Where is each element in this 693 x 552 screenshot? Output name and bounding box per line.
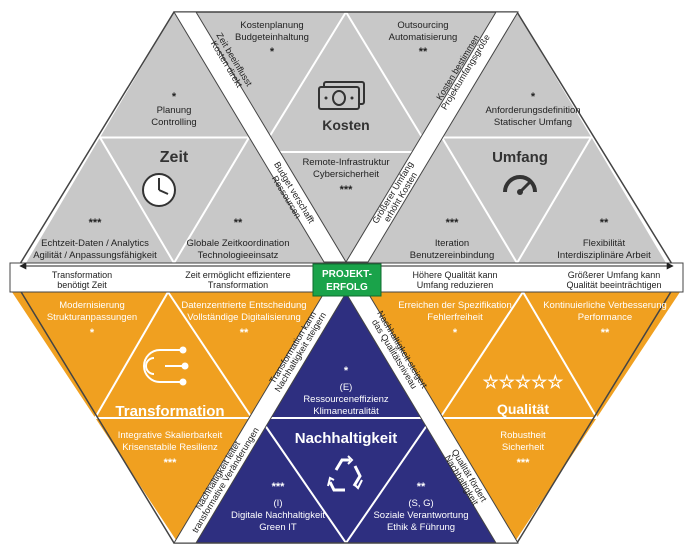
band-left-a2: benötigt Zeit bbox=[57, 280, 107, 290]
five-stars-icon: ☆☆☆☆☆ bbox=[483, 372, 565, 392]
n-right-l1: Soziale Verantwortung bbox=[373, 510, 468, 521]
k-top-right-rating: ** bbox=[419, 46, 428, 58]
z-left-rating: *** bbox=[89, 217, 103, 229]
u-left-rating: *** bbox=[446, 217, 460, 229]
kosten-title: Kosten bbox=[322, 117, 369, 133]
gauge-icon bbox=[503, 175, 537, 195]
t-left-l1: Modernisierung bbox=[59, 300, 124, 311]
q-right-rating: ** bbox=[601, 327, 610, 339]
z-top-l1: Planung bbox=[157, 105, 192, 116]
n-top-l1: Ressourceneffizienz bbox=[303, 394, 389, 405]
n-right-rating: ** bbox=[417, 481, 426, 493]
z-top-l2: Controlling bbox=[151, 117, 196, 128]
k-center-l2: Cybersicherheit bbox=[313, 169, 379, 180]
band-left-b1: Zeit ermöglicht effizientere bbox=[185, 270, 290, 280]
recycle-icon bbox=[327, 455, 363, 492]
t-right-l1: Datenzentrierte Entscheidung bbox=[181, 300, 306, 311]
z-left-l1: Echtzeit-Daten / Analytics bbox=[41, 238, 149, 249]
project-success-box bbox=[312, 263, 382, 297]
q-left-l1: Erreichen der Spezifikation bbox=[398, 300, 512, 311]
n-left-l0: (I) bbox=[274, 498, 283, 509]
band-right-b1: Größerer Umfang kann bbox=[568, 270, 661, 280]
t-left-rating: * bbox=[90, 327, 95, 339]
k-center-l1: Remote-Infrastruktur bbox=[302, 157, 389, 168]
k-top-right-l2: Automatisierung bbox=[389, 32, 458, 43]
z-right-l2: Technologieeinsatz bbox=[198, 250, 279, 261]
k-center-rating: *** bbox=[340, 184, 354, 196]
u-top-l2: Statischer Umfang bbox=[494, 117, 572, 128]
n-left-l2: Green IT bbox=[259, 522, 297, 533]
z-right-rating: ** bbox=[234, 217, 243, 229]
t-bottom-l2: Krisenstabile Resilienz bbox=[122, 442, 218, 453]
band-left-a1: Transformation bbox=[52, 270, 112, 280]
band-right-a2: Umfang reduzieren bbox=[417, 280, 494, 290]
band-right-b2: Qualität beeinträchtigen bbox=[566, 280, 661, 290]
n-top-l2: Klimaneutralität bbox=[313, 406, 379, 417]
n-right-l0: (S, G) bbox=[408, 498, 433, 509]
u-right-l1: Flexibilität bbox=[583, 238, 626, 249]
band-left-b2: Transformation bbox=[208, 280, 268, 290]
diagonal-band-upper-right bbox=[345, 11, 519, 263]
t-bottom-rating: *** bbox=[164, 457, 178, 469]
q-right-l1: Kontinuierliche Verbesserung bbox=[543, 300, 667, 311]
t-left-l2: Strukturanpassungen bbox=[47, 312, 137, 323]
t-bottom-l1: Integrative Skalierbarkeit bbox=[118, 430, 223, 441]
u-right-rating: ** bbox=[600, 217, 609, 229]
t-right-l2: Vollständige Digitalisierung bbox=[187, 312, 301, 323]
u-top-l1: Anforderungsdefinition bbox=[485, 105, 580, 116]
nachhaltigkeit-title: Nachhaltigkeit bbox=[295, 430, 398, 447]
u-left-l2: Benutzereinbindung bbox=[410, 250, 495, 261]
band-right-a1: Höhere Qualität kann bbox=[412, 270, 497, 280]
clock-icon bbox=[142, 173, 176, 207]
qualitaet-title: Qualität bbox=[497, 401, 549, 417]
z-top-rating: * bbox=[172, 91, 177, 103]
u-left-l1: Iteration bbox=[435, 238, 469, 249]
q-bottom-rating: *** bbox=[517, 457, 531, 469]
q-left-rating: * bbox=[453, 327, 458, 339]
money-bill-icon bbox=[318, 81, 365, 110]
center-line-1: PROJEKT- bbox=[322, 269, 372, 280]
subdivision-lines bbox=[94, 10, 599, 545]
umfang-title: Umfang bbox=[492, 149, 548, 166]
k-top-left-l2: Budgeteinhaltung bbox=[235, 32, 309, 43]
q-right-l2: Performance bbox=[578, 312, 632, 323]
transformation-title: Transformation bbox=[115, 403, 224, 420]
n-top-l0: (E) bbox=[340, 382, 353, 393]
q-bottom-l2: Sicherheit bbox=[502, 442, 545, 453]
z-right-l1: Globale Zeitkoordination bbox=[187, 238, 290, 249]
n-left-rating: *** bbox=[272, 481, 286, 493]
n-top-rating: * bbox=[344, 365, 349, 377]
n-left-l1: Digitale Nachhaltigkeit bbox=[231, 510, 325, 521]
q-left-l2: Fehlerfreiheit bbox=[427, 312, 483, 323]
circuit-icon bbox=[143, 346, 189, 386]
n-right-l2: Ethik & Führung bbox=[387, 522, 455, 533]
k-top-left-rating: * bbox=[270, 46, 275, 58]
t-right-rating: ** bbox=[240, 327, 249, 339]
k-top-left-l1: Kostenplanung bbox=[240, 20, 303, 31]
u-top-rating: * bbox=[531, 91, 536, 103]
u-right-l2: Interdisziplinäre Arbeit bbox=[557, 250, 651, 261]
k-top-right-l1: Outsourcing bbox=[397, 20, 448, 31]
q-bottom-l1: Robustheit bbox=[500, 430, 546, 441]
center-line-2: ERFOLG bbox=[326, 282, 368, 293]
zeit-title: Zeit bbox=[160, 149, 189, 166]
z-left-l2: Agilität / Anpassungsfähigkeit bbox=[33, 250, 157, 261]
